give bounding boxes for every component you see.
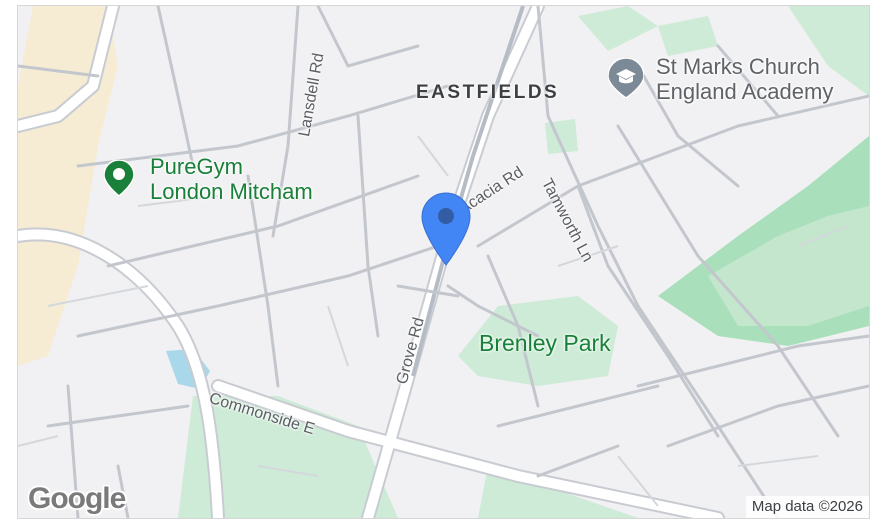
poi-gym-branch: London Mitcham <box>150 179 313 204</box>
map-viewport[interactable]: Lansdell Rd Acacia Rd Tamworth Ln Grove … <box>17 5 870 519</box>
map-attribution[interactable]: Map data ©2026 <box>745 496 869 518</box>
location-pin-icon[interactable] <box>420 192 472 266</box>
gym-pin-icon[interactable] <box>104 160 134 196</box>
poi-label-school[interactable]: St Marks Church England Academy <box>656 54 833 104</box>
poi-school-line2: England Academy <box>656 79 834 104</box>
poi-school-line1: St Marks Church <box>656 54 820 79</box>
park-label-brenley[interactable]: Brenley Park <box>479 330 611 356</box>
school-pin-icon[interactable] <box>608 58 644 98</box>
commercial-area <box>18 6 118 366</box>
poi-gym-name: PureGym <box>150 154 243 179</box>
map-tiles <box>18 6 869 518</box>
area-label: EASTFIELDS <box>416 82 560 103</box>
google-logo[interactable]: Google <box>28 482 126 515</box>
poi-label-gym[interactable]: PureGym London Mitcham <box>150 154 313 204</box>
